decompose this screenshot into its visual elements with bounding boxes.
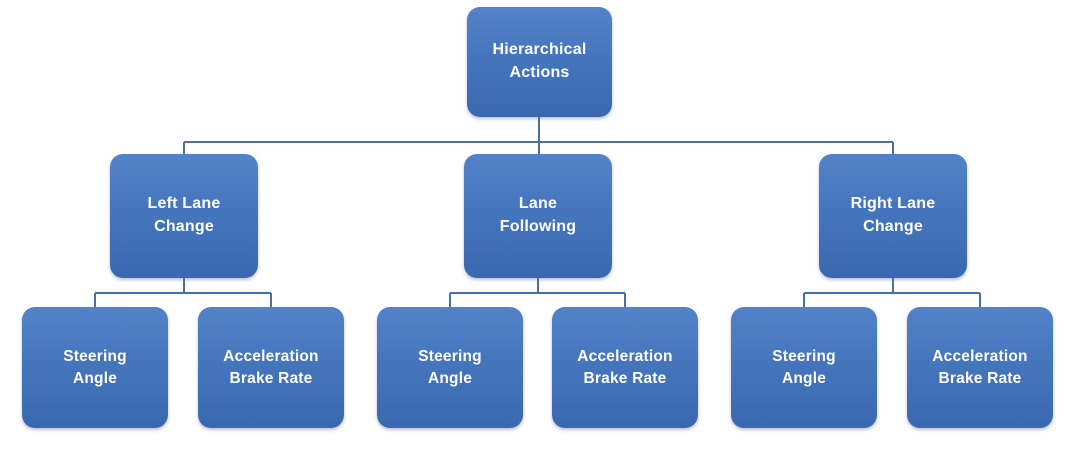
node-label: Hierarchical Actions bbox=[492, 41, 587, 81]
node-label: Acceleration Brake Rate bbox=[932, 347, 1028, 387]
node-steering-angle[interactable]: Steering Angle bbox=[731, 307, 877, 428]
node-steering-angle[interactable]: Steering Angle bbox=[377, 307, 523, 428]
node-hierarchical-actions[interactable]: Hierarchical Actions bbox=[467, 7, 612, 117]
node-label: Steering Angle bbox=[63, 347, 127, 387]
node-acceleration-brake-rate[interactable]: Acceleration Brake Rate bbox=[552, 307, 698, 428]
node-steering-angle[interactable]: Steering Angle bbox=[22, 307, 168, 428]
node-lane-following[interactable]: Lane Following bbox=[464, 154, 612, 278]
node-label: Steering Angle bbox=[418, 347, 482, 387]
node-label: Lane Following bbox=[499, 195, 577, 235]
node-label: Steering Angle bbox=[772, 347, 836, 387]
node-label: Acceleration Brake Rate bbox=[577, 347, 673, 387]
node-acceleration-brake-rate[interactable]: Acceleration Brake Rate bbox=[907, 307, 1053, 428]
node-acceleration-brake-rate[interactable]: Acceleration Brake Rate bbox=[198, 307, 344, 428]
node-label: Acceleration Brake Rate bbox=[223, 347, 319, 387]
node-label: Right Lane Change bbox=[850, 195, 936, 235]
node-right-lane-change[interactable]: Right Lane Change bbox=[819, 154, 967, 278]
node-label: Left Lane Change bbox=[147, 195, 221, 235]
node-left-lane-change[interactable]: Left Lane Change bbox=[110, 154, 258, 278]
